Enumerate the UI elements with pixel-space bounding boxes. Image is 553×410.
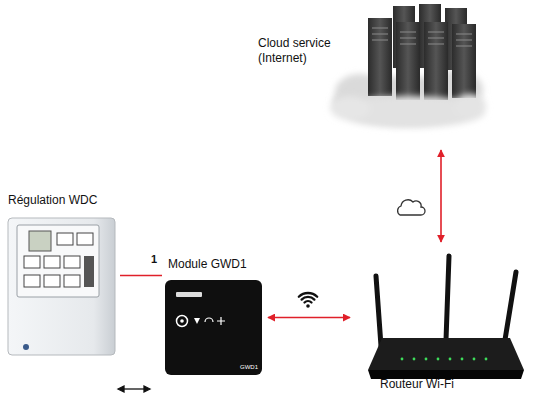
grill-line: [372, 40, 388, 41]
server-grill: [372, 28, 472, 46]
grill-line: [428, 38, 444, 39]
grill-line: [428, 32, 444, 33]
control-button: [24, 256, 40, 268]
controller-device: [8, 218, 115, 355]
module-node: Module GWD1GWD1: [162, 257, 268, 378]
control-button: [64, 275, 80, 287]
cloud-puff: [454, 94, 486, 118]
controller-case: [8, 218, 115, 355]
control-button: [64, 256, 80, 268]
device-marking: GWD1: [240, 363, 258, 371]
module-logo: [176, 292, 202, 297]
control-button: [57, 233, 73, 245]
node-label: Régulation WDC: [8, 193, 97, 208]
led: [413, 358, 416, 361]
link-direction-arrow: [118, 386, 150, 392]
module-icon: [180, 319, 184, 323]
led: [449, 358, 452, 361]
antenna: [376, 276, 381, 346]
cable-wire: [120, 275, 162, 277]
router-antennas: [376, 256, 516, 346]
wifi-arc: [299, 293, 317, 297]
brand-logo: [23, 344, 29, 350]
control-button: [77, 233, 93, 245]
led: [485, 358, 488, 361]
connection-arrow: [440, 150, 442, 242]
module-icon: [217, 317, 225, 325]
cloud-puff: [330, 96, 370, 120]
server-rack: [368, 4, 476, 100]
antenna: [446, 256, 449, 340]
module-icon: [205, 318, 213, 322]
module-body: [165, 280, 262, 375]
server-tower: [424, 22, 448, 100]
control-button: [44, 275, 60, 287]
led: [461, 358, 464, 361]
grill-line: [400, 32, 416, 33]
grill-line: [428, 44, 444, 45]
grill-line: [400, 38, 416, 39]
lcd-screen: [29, 231, 51, 251]
led: [401, 358, 404, 361]
wifi-icon: [299, 293, 317, 303]
cloud-service-node: Cloud service (Internet): [255, 0, 485, 150]
grill-line: [456, 34, 472, 35]
callout-number: 1: [151, 253, 157, 265]
server-tower: [396, 22, 420, 100]
wifi-dot: [306, 304, 310, 308]
controller-panel: [17, 225, 99, 297]
server-tower: [368, 18, 392, 96]
router-leds: [401, 358, 488, 361]
grill-line: [400, 44, 416, 45]
grill-line: [456, 40, 472, 41]
led: [437, 358, 440, 361]
cloud-icon: [398, 200, 425, 215]
router-body: [368, 338, 524, 370]
arrow-head: [118, 386, 124, 392]
wifi-arc: [302, 297, 315, 300]
router-device: [368, 256, 524, 379]
connection-arrow: [268, 317, 350, 319]
arrow-head: [144, 386, 150, 392]
grill-line: [372, 28, 388, 29]
grill-line: [456, 46, 472, 47]
led: [425, 358, 428, 361]
cloud-front: [330, 94, 486, 128]
module-icon: [177, 316, 188, 327]
node-label: Cloud service (Internet): [258, 36, 338, 66]
module-icon: [194, 318, 200, 324]
grill-line: [372, 34, 388, 35]
node-label: Module GWD1: [168, 257, 247, 272]
router-node: Routeur Wi-Fi: [350, 242, 532, 400]
node-label: Routeur Wi-Fi: [380, 377, 454, 392]
control-button: [24, 275, 40, 287]
server-tower: [452, 24, 476, 98]
led: [473, 358, 476, 361]
control-button: [44, 256, 60, 268]
antenna: [504, 272, 516, 346]
wifi-arc: [305, 301, 312, 302]
control-button: [84, 256, 94, 287]
gateway-module: [165, 280, 262, 375]
arrow-shaft: [122, 388, 146, 389]
controller-node: Régulation WDC: [5, 193, 120, 358]
